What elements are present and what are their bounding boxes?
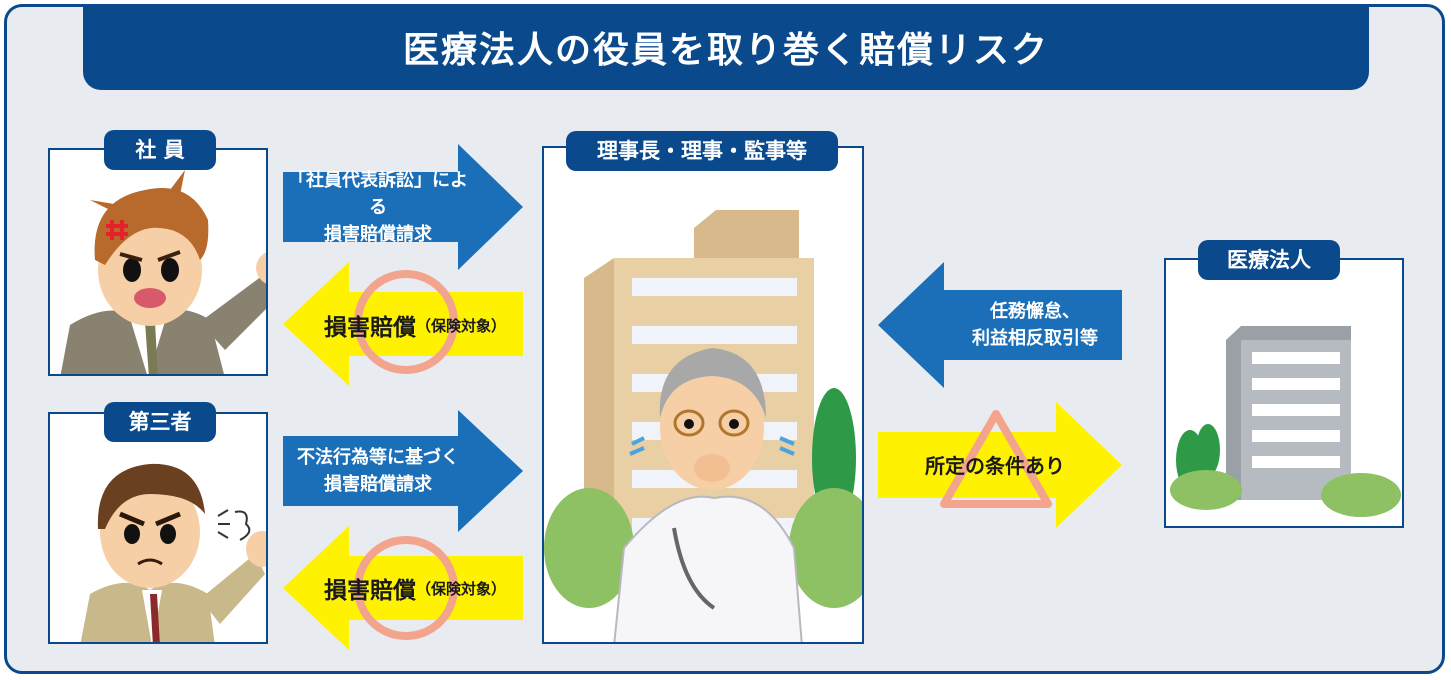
corporation-claim-text: 任務懈怠、 利益相反取引等 xyxy=(940,290,1130,360)
diagram-title: 医療法人の役員を取り巻く賠償リスク xyxy=(402,29,1049,71)
corporation-claim-line1: 任務懈怠、 xyxy=(990,301,1080,322)
angry-third-party-illustration xyxy=(80,463,266,642)
third-party-claim-arrow xyxy=(283,410,523,532)
directors-box xyxy=(542,146,864,644)
corporation-claim-line2: 利益相反取引等 xyxy=(972,328,1098,349)
employee-compensation-main: 損害賠償 xyxy=(323,315,416,341)
third-party-claim-line2: 損害賠償請求 xyxy=(324,474,432,495)
third-party-compensation-text: 損害賠償 （保険対象） xyxy=(300,568,530,608)
directors-illustration xyxy=(544,210,862,642)
third-party-compensation-arrow xyxy=(283,526,523,650)
third-party-compensation-circle-mark xyxy=(354,536,458,640)
corporation-claim-arrow xyxy=(878,262,1122,388)
employee-label: 社 員 xyxy=(104,130,216,170)
employee-compensation-arrow xyxy=(283,262,523,386)
third-party-claim-line1: 不法行為等に基づく xyxy=(297,447,459,468)
corporation-box xyxy=(1164,258,1404,528)
directors-label: 理事長・理事・監事等 xyxy=(566,131,838,171)
third-party-claim-text: 不法行為等に基づく 損害賠償請求 xyxy=(283,436,473,506)
angry-employee-illustration xyxy=(60,170,266,374)
title-banner: 医療法人の役員を取り巻く賠償リスク xyxy=(83,4,1369,90)
employee-compensation-circle-mark xyxy=(354,270,458,374)
employee-compensation-text: 損害賠償 （保険対象） xyxy=(300,305,530,345)
conditional-arrow xyxy=(878,402,1122,528)
third-party-box xyxy=(48,412,268,644)
corporation-building-illustration xyxy=(1170,326,1401,517)
conditional-triangle-mark xyxy=(940,410,1052,508)
third-party-compensation-main: 損害賠償 xyxy=(323,578,416,604)
conditional-text: 所定の条件あり xyxy=(890,444,1100,484)
employee-claim-text: 「社員代表訴訟」による 損害賠償請求 xyxy=(283,170,473,245)
employee-claim-line1: 「社員代表訴訟」による xyxy=(288,169,468,218)
employee-box xyxy=(48,148,268,376)
third-party-label: 第三者 xyxy=(104,402,216,442)
third-party-compensation-sub: （保険対象） xyxy=(415,579,506,598)
corporation-label: 医療法人 xyxy=(1198,240,1340,280)
employee-claim-line2: 損害賠償請求 xyxy=(324,223,432,245)
conditional-label: 所定の条件あり xyxy=(925,453,1065,478)
employee-compensation-sub: （保険対象） xyxy=(415,316,506,335)
employee-claim-arrow xyxy=(283,144,523,270)
